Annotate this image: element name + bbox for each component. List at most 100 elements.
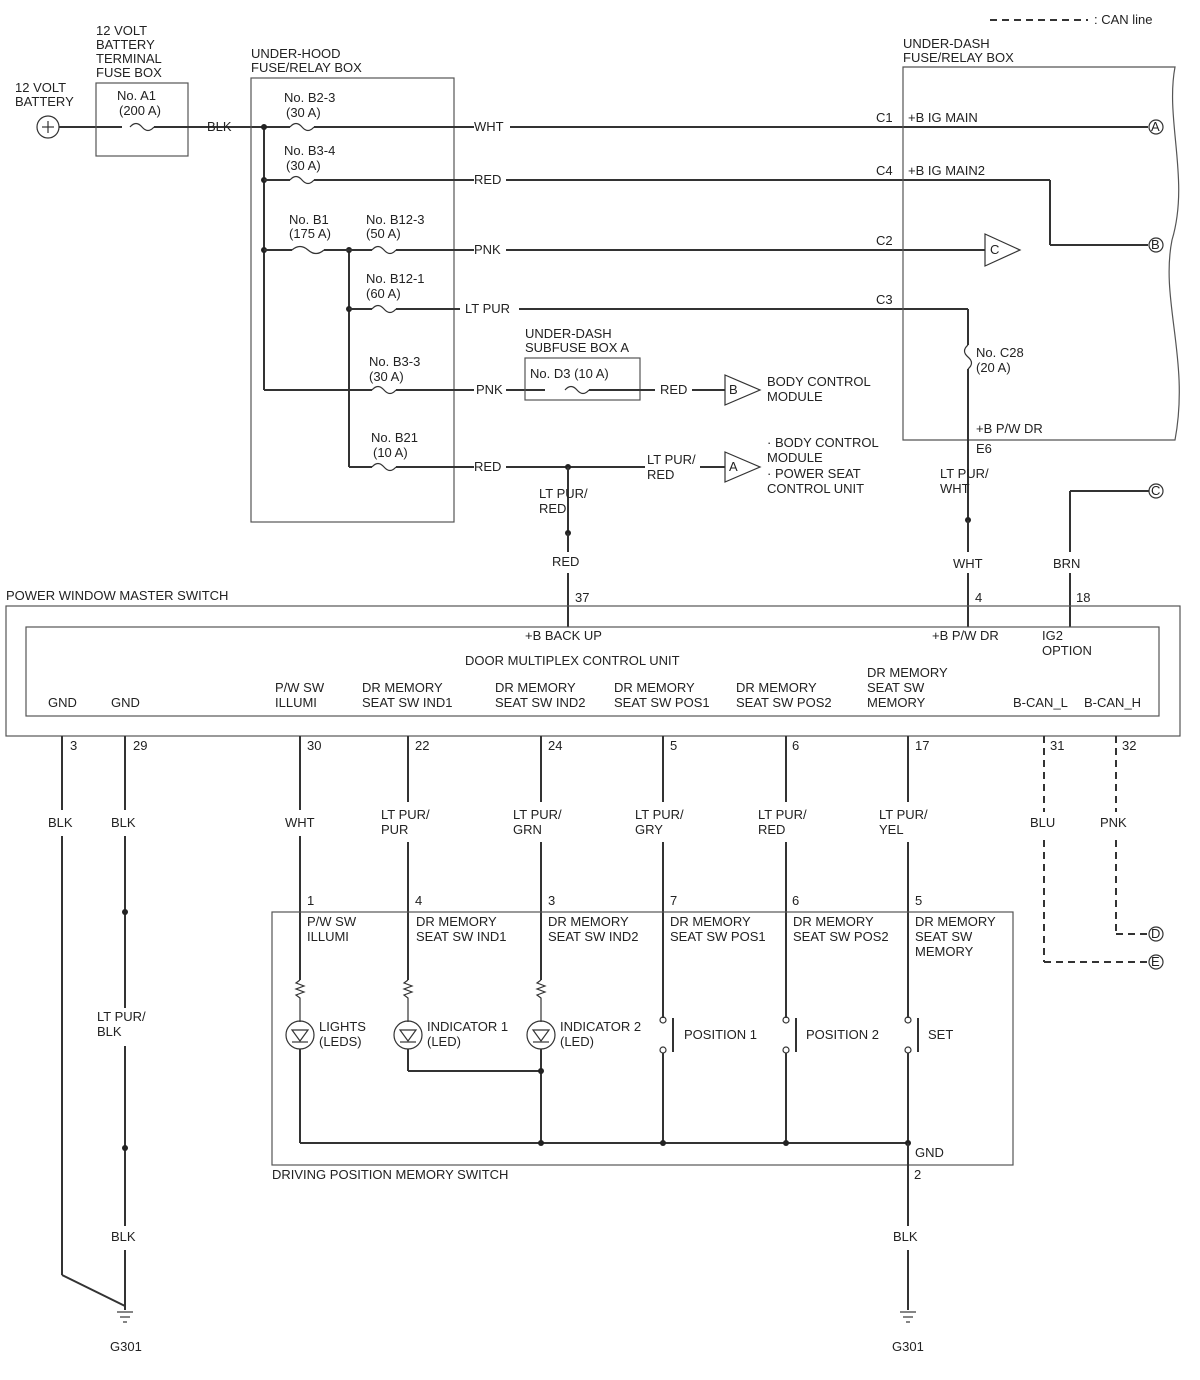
wire-red-1: RED: [474, 172, 501, 187]
svg-text:12 VOLT: 12 VOLT: [15, 80, 66, 95]
terminal-fuse-box: 12 VOLT BATTERY TERMINAL FUSE BOX No. A1…: [95, 23, 189, 157]
switch-icon: [659, 1016, 674, 1054]
fuse-icon: [129, 122, 155, 132]
svg-text:· POWER SEAT: · POWER SEAT: [767, 466, 861, 481]
svg-text:FUSE BOX: FUSE BOX: [96, 65, 162, 80]
svg-text:C2: C2: [876, 233, 893, 248]
svg-text:6: 6: [792, 893, 799, 908]
svg-text:C1: C1: [876, 110, 893, 125]
svg-text:No. B12-3: No. B12-3: [366, 212, 425, 227]
svg-text:A: A: [1151, 119, 1160, 134]
svg-text:G301: G301: [110, 1339, 142, 1354]
svg-text:(20 A): (20 A): [976, 360, 1011, 375]
wire-wht-1: WHT: [474, 119, 504, 134]
svg-text:7: 7: [670, 893, 677, 908]
svg-text:29: 29: [133, 738, 147, 753]
svg-text:No. B1: No. B1: [289, 212, 329, 227]
svg-text:+B P/W DR: +B P/W DR: [932, 628, 999, 643]
svg-text:18: 18: [1076, 590, 1090, 605]
svg-text:UNDER-HOOD: UNDER-HOOD: [251, 46, 341, 61]
svg-text:(60 A): (60 A): [366, 286, 401, 301]
svg-text:BLK: BLK: [893, 1229, 918, 1244]
svg-text:17: 17: [915, 738, 929, 753]
resistor-icon: [402, 979, 414, 1022]
svg-text:(200 A): (200 A): [119, 103, 161, 118]
svg-text:DR MEMORY: DR MEMORY: [362, 680, 443, 695]
subfuse-box: UNDER-DASH SUBFUSE BOX A No. D3 (10 A): [524, 326, 641, 401]
svg-text:POSITION 2: POSITION 2: [806, 1027, 879, 1042]
svg-text:P/W SW: P/W SW: [275, 680, 325, 695]
svg-text:DR MEMORY: DR MEMORY: [867, 665, 948, 680]
underhood-fuse-box: UNDER-HOOD FUSE/RELAY BOX No. B2-3 (30 A…: [250, 46, 455, 523]
svg-text:GRY: GRY: [635, 822, 663, 837]
svg-text:(30 A): (30 A): [286, 105, 321, 120]
svg-text:RED: RED: [552, 554, 579, 569]
svg-text:BLK: BLK: [97, 1024, 122, 1039]
svg-text:INDICATOR 1: INDICATOR 1: [427, 1019, 508, 1034]
svg-text:MEMORY: MEMORY: [867, 695, 926, 710]
svg-text:FUSE/RELAY BOX: FUSE/RELAY BOX: [903, 50, 1014, 65]
wire-blk-main: BLK: [207, 119, 232, 134]
connector-b: B: [1148, 237, 1164, 253]
svg-text:+B IG MAIN2: +B IG MAIN2: [908, 163, 985, 178]
svg-text:(50 A): (50 A): [366, 226, 401, 241]
svg-text:(30 A): (30 A): [369, 369, 404, 384]
svg-text:WHT: WHT: [940, 481, 970, 496]
svg-text:D: D: [1151, 926, 1160, 941]
svg-text:BATTERY: BATTERY: [15, 94, 74, 109]
svg-text:SEAT SW POS2: SEAT SW POS2: [736, 695, 832, 710]
svg-text:RED: RED: [758, 822, 785, 837]
connector-e: E: [1148, 954, 1164, 970]
svg-text:DR MEMORY: DR MEMORY: [495, 680, 576, 695]
svg-text:SEAT SW: SEAT SW: [915, 929, 973, 944]
svg-text:BATTERY: BATTERY: [96, 37, 155, 52]
svg-text:30: 30: [307, 738, 321, 753]
connector-c-in: C: [1148, 483, 1164, 499]
svg-text:LT PUR/: LT PUR/: [635, 807, 684, 822]
svg-text:DR MEMORY: DR MEMORY: [736, 680, 817, 695]
svg-text:22: 22: [415, 738, 429, 753]
svg-text:BRN: BRN: [1053, 556, 1080, 571]
svg-text:BLK: BLK: [48, 815, 73, 830]
led-icon: [285, 1020, 315, 1050]
svg-text:LT PUR/: LT PUR/: [381, 807, 430, 822]
svg-text:(10 A): (10 A): [373, 445, 408, 460]
svg-text:24: 24: [548, 738, 562, 753]
svg-text:CONTROL UNIT: CONTROL UNIT: [767, 481, 864, 496]
svg-text:RED: RED: [539, 501, 566, 516]
svg-text:SEAT SW POS1: SEAT SW POS1: [670, 929, 766, 944]
legend-can-line: : CAN line: [1094, 12, 1153, 27]
svg-text:SET: SET: [928, 1027, 953, 1042]
battery: 12 VOLT BATTERY: [15, 80, 74, 139]
svg-text:B: B: [729, 382, 738, 397]
svg-text:LT PUR/: LT PUR/: [539, 486, 588, 501]
svg-text:DR MEMORY: DR MEMORY: [614, 680, 695, 695]
svg-text:6: 6: [792, 738, 799, 753]
svg-text:SEAT SW IND2: SEAT SW IND2: [548, 929, 639, 944]
svg-text:+B BACK UP: +B BACK UP: [525, 628, 602, 643]
svg-text:DR MEMORY: DR MEMORY: [915, 914, 996, 929]
svg-text:SEAT SW: SEAT SW: [867, 680, 925, 695]
svg-text:PNK: PNK: [1100, 815, 1127, 830]
svg-text:SEAT SW POS2: SEAT SW POS2: [793, 929, 889, 944]
svg-text:DR MEMORY: DR MEMORY: [416, 914, 497, 929]
svg-text:C: C: [990, 242, 999, 257]
svg-text:(LED): (LED): [427, 1034, 461, 1049]
svg-text:SEAT SW POS1: SEAT SW POS1: [614, 695, 710, 710]
svg-text:· BODY CONTROL: · BODY CONTROL: [767, 435, 879, 450]
svg-text:TERMINAL: TERMINAL: [96, 51, 162, 66]
svg-text:GRN: GRN: [513, 822, 542, 837]
connector-c-out: C: [984, 233, 1022, 267]
svg-text:LT PUR/: LT PUR/: [758, 807, 807, 822]
ground-g301-left: G301: [110, 1311, 142, 1354]
svg-text:WHT: WHT: [953, 556, 983, 571]
svg-text:DR MEMORY: DR MEMORY: [548, 914, 629, 929]
led-icon: [393, 1020, 423, 1050]
legend: : CAN line: [990, 12, 1153, 27]
svg-text:5: 5: [670, 738, 677, 753]
svg-text:DR MEMORY: DR MEMORY: [793, 914, 874, 929]
svg-text:SEAT SW IND1: SEAT SW IND1: [416, 929, 507, 944]
led-icon: [526, 1020, 556, 1050]
svg-text:P/W SW: P/W SW: [307, 914, 357, 929]
svg-text:No. B3-4: No. B3-4: [284, 143, 335, 158]
